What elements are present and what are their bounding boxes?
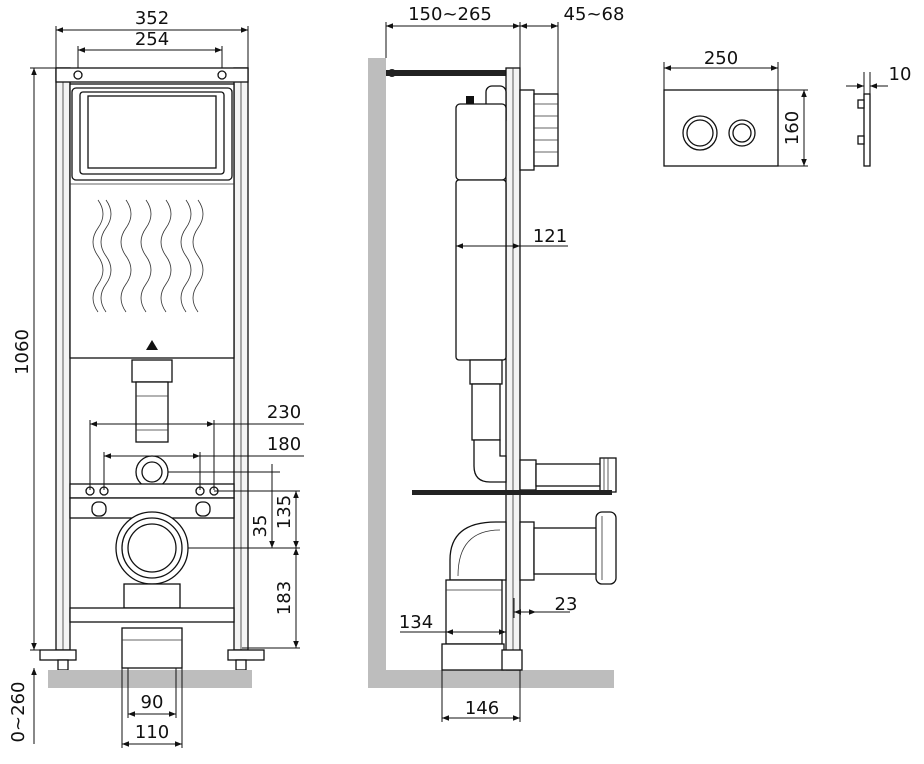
flush-plate-front bbox=[663, 62, 808, 167]
dim-outlet-height: 183 bbox=[274, 581, 295, 615]
dim-drain-offset-135: 135 bbox=[274, 495, 295, 529]
dim-frame-width: 352 bbox=[135, 8, 169, 29]
dim-top-mount-spacing: 254 bbox=[135, 29, 169, 50]
front-dimensions bbox=[30, 26, 304, 748]
dim-inlet-diameter: 90 bbox=[141, 692, 164, 713]
dim-plate-thickness: 10 bbox=[889, 64, 912, 85]
dim-leg-extension: 0~260 bbox=[8, 682, 29, 743]
dim-drain-offset-35: 35 bbox=[250, 515, 271, 538]
dim-base-depth: 146 bbox=[465, 698, 499, 719]
dim-outlet-diameter: 110 bbox=[135, 722, 169, 743]
front-view bbox=[39, 67, 265, 688]
dim-bottom-offset: 23 bbox=[555, 594, 578, 615]
logo-icon bbox=[146, 340, 158, 350]
dim-upper-bolt-spacing: 230 bbox=[267, 402, 301, 423]
dim-frame-height: 1060 bbox=[12, 329, 33, 375]
dim-plate-height: 160 bbox=[782, 111, 803, 145]
dim-flush-depth: 45~68 bbox=[564, 4, 625, 25]
side-dimensions bbox=[385, 22, 570, 722]
dim-lower-bolt-spacing: 180 bbox=[267, 434, 301, 455]
cistern-grill bbox=[92, 199, 204, 313]
dim-wall-distance: 150~265 bbox=[408, 4, 492, 25]
dim-plate-width: 250 bbox=[704, 48, 738, 69]
flush-plate-side bbox=[846, 72, 888, 167]
dim-bend-offset: 134 bbox=[399, 612, 433, 633]
dim-cistern-depth: 121 bbox=[533, 226, 567, 247]
side-view bbox=[368, 58, 617, 688]
